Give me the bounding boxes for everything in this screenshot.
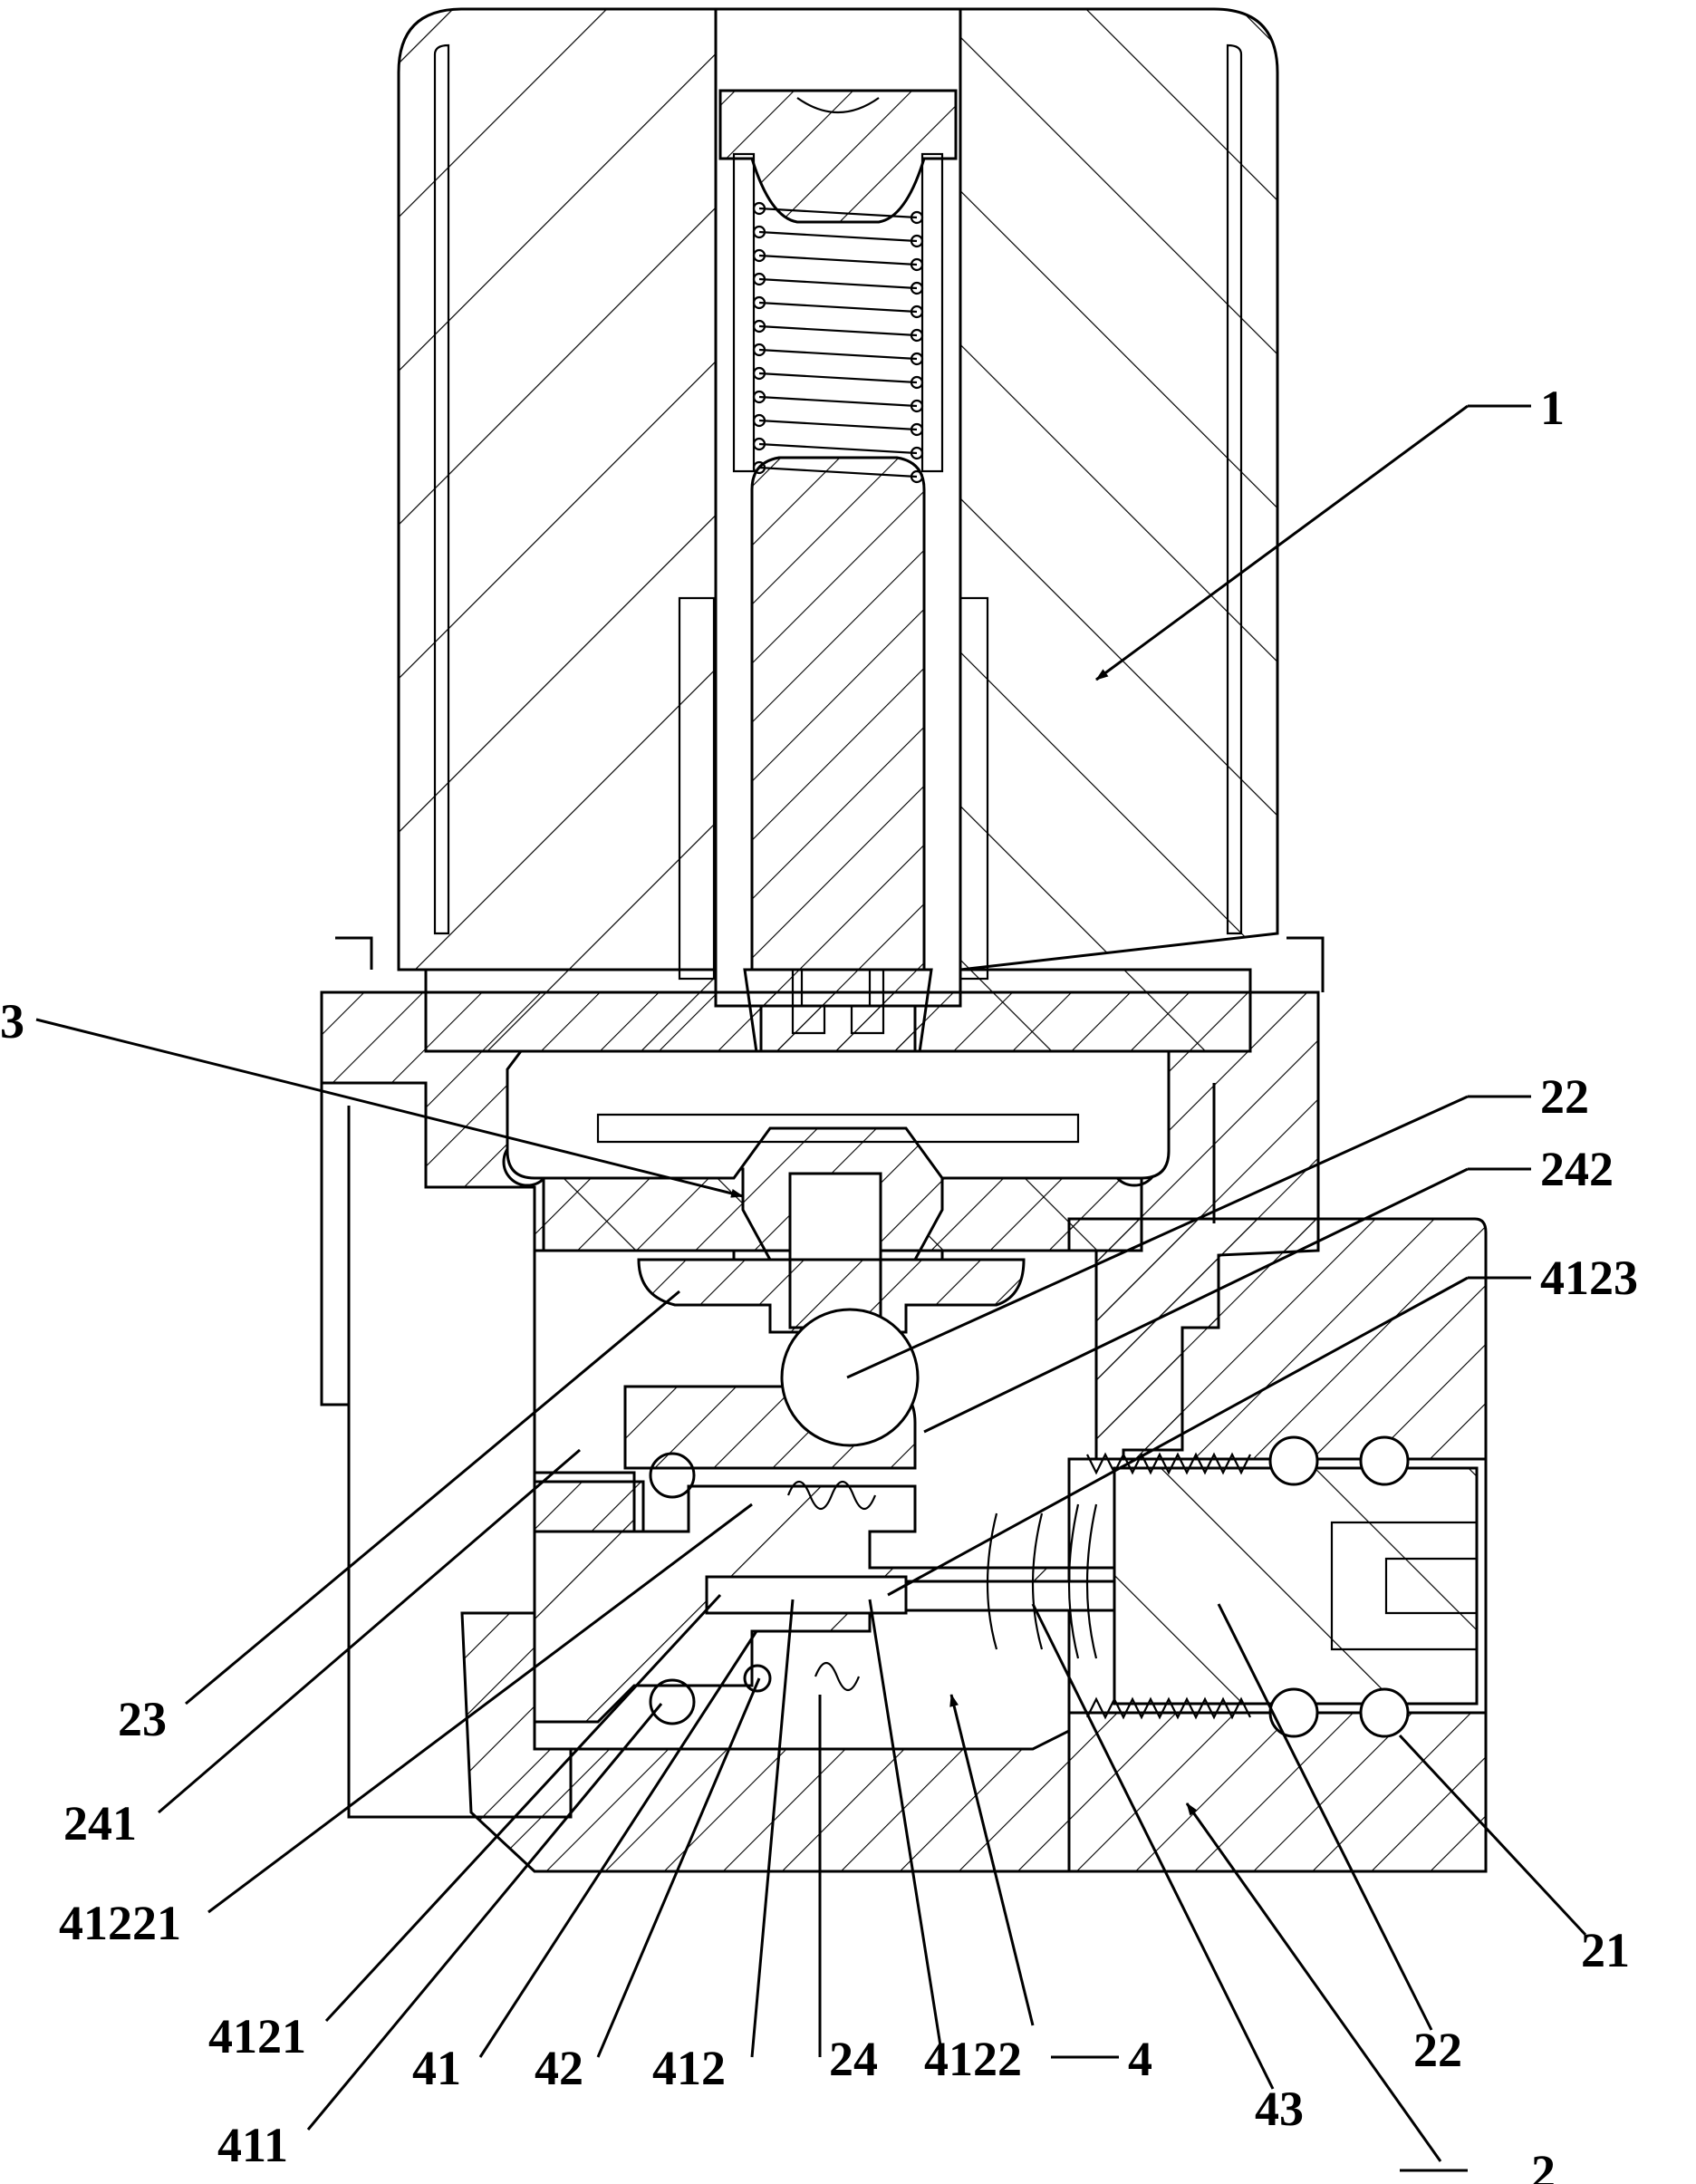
label-43: 43 (1255, 2082, 1304, 2136)
label-242: 242 (1540, 1142, 1614, 1196)
label-4123: 4123 (1540, 1251, 1638, 1305)
label-411: 411 (217, 2118, 288, 2172)
label-24: 24 (829, 2032, 878, 2086)
label-42: 42 (535, 2041, 583, 2095)
label-1: 1 (1540, 381, 1565, 435)
valve-core (533, 1308, 1116, 1724)
label-412: 412 (652, 2041, 726, 2095)
label-41221: 41221 (59, 1896, 181, 1950)
label-241: 241 (63, 1796, 137, 1851)
core-spring (786, 1480, 1098, 1692)
label-21: 21 (1581, 1923, 1630, 1977)
coil-assembly (397, 7, 1279, 1098)
label-41: 41 (412, 2041, 461, 2095)
diaphragm-assembly (506, 1049, 1171, 1334)
label-23: 23 (118, 1692, 167, 1746)
label-4121: 4121 (208, 2009, 306, 2063)
label-4: 4 (1128, 2032, 1152, 2086)
leader-lines (35, 404, 1587, 2172)
label-3: 3 (0, 994, 24, 1049)
label-4122: 4122 (924, 2032, 1022, 2086)
label-2: 2 (1531, 2145, 1556, 2184)
label-22-bottom: 22 (1413, 2023, 1462, 2077)
part-labels: 1 3 22 242 4123 23 241 41221 4121 41 42 … (0, 381, 1638, 2184)
label-22-top: 22 (1540, 1069, 1589, 1124)
